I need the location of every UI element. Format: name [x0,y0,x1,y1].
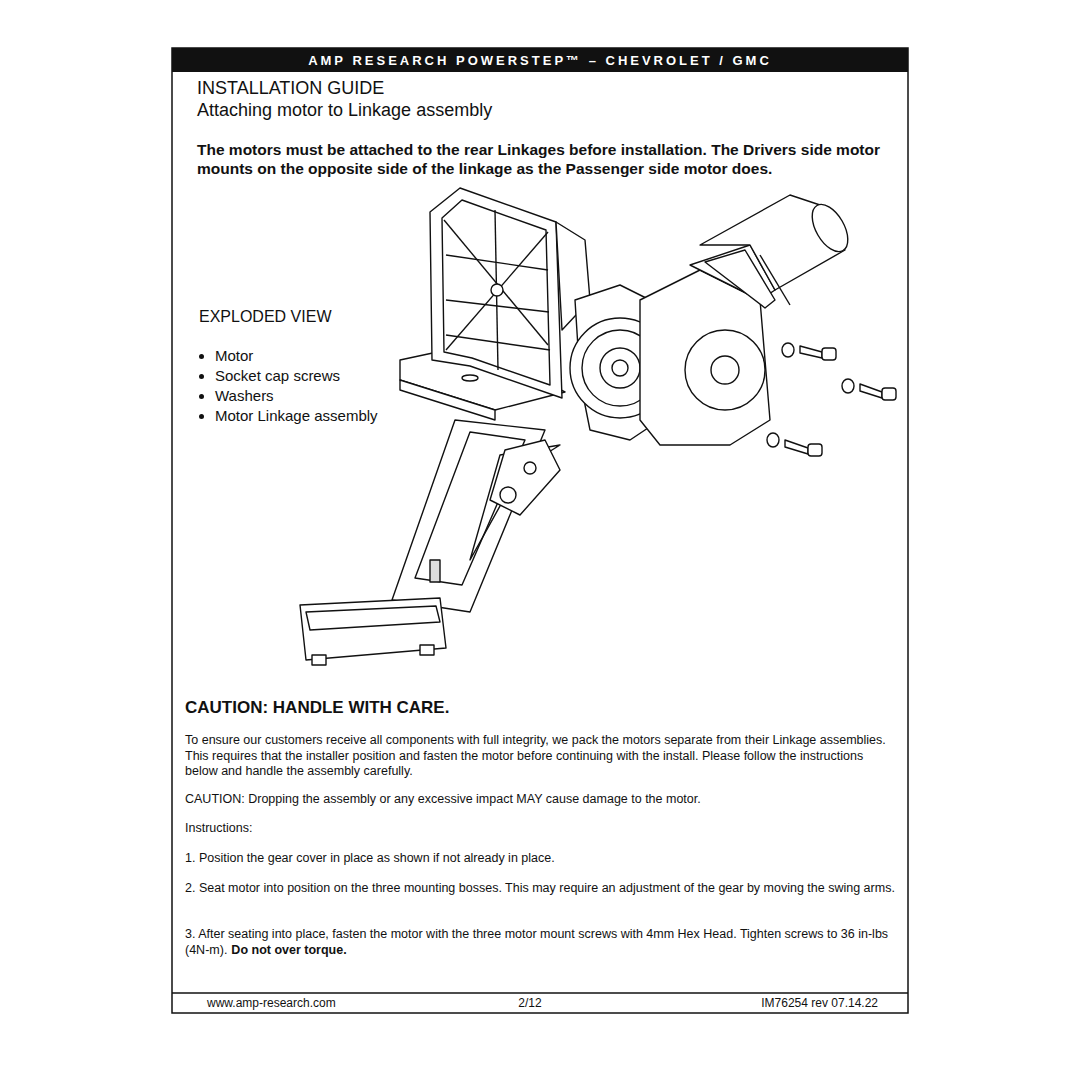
part-list-item: Motor Linkage assembly [215,406,415,426]
body-text: Instructions: [185,821,252,835]
caution-text: CAUTION: Dropping the assembly or any ex… [185,792,701,806]
text-block: EXPLODED VIEW [199,307,399,327]
part-list-item: Motor [215,346,415,366]
body-text: To ensure our customers receive all comp… [185,733,886,778]
text-block: Attaching motor to Linkage assembly [197,99,797,122]
linkage-drawing [300,188,896,665]
text-block: INSTALLATION GUIDE [197,77,797,100]
document-id: IM76254 rev 07.14.22 [761,996,878,1010]
footer-url: www.amp-research.com [207,996,336,1010]
page-border [172,48,908,1013]
text-block: 3. After seating into place, fasten the … [185,927,897,958]
caution-heading: CAUTION: HANDLE WITH CARE. [185,698,449,717]
text-block: 1. Position the gear cover in place as s… [185,851,897,867]
guide-subtitle: Attaching motor to Linkage assembly [197,100,492,120]
instruction-step: 1. Position the gear cover in place as s… [185,851,555,865]
part-list-item: Socket cap screws [215,366,415,386]
page-number: 2/12 [518,996,541,1010]
view-heading: EXPLODED VIEW [199,308,331,325]
footer-rule [172,992,908,994]
warning-text: Do not over torque. [227,943,346,957]
text-block: 2. Seat motor into position on the three… [185,881,897,897]
text-block: 2/12 [480,996,580,1011]
text-block: Instructions: [185,821,897,837]
header-text: AMP RESEARCH POWERSTEP™ – CHEVROLET / GM… [308,53,772,68]
header-band: AMP RESEARCH POWERSTEP™ – CHEVROLET / GM… [172,48,908,72]
text-block: CAUTION: HANDLE WITH CARE. [185,697,885,718]
bullet-list: MotorSocket cap screwsWashersMotor Linka… [199,346,415,426]
intro-note: The motors must be attached to the rear … [197,141,880,177]
text-block: To ensure our customers receive all comp… [185,733,897,780]
text-block: CAUTION: Dropping the assembly or any ex… [185,792,897,808]
text-block: www.amp-research.com [207,996,407,1011]
text-block: IM76254 rev 07.14.22 [700,996,878,1011]
instruction-step: 2. Seat motor into position on the three… [185,881,895,895]
part-list-item: Washers [215,386,415,406]
guide-title: INSTALLATION GUIDE [197,78,384,98]
text-block: The motors must be attached to the rear … [197,140,887,179]
